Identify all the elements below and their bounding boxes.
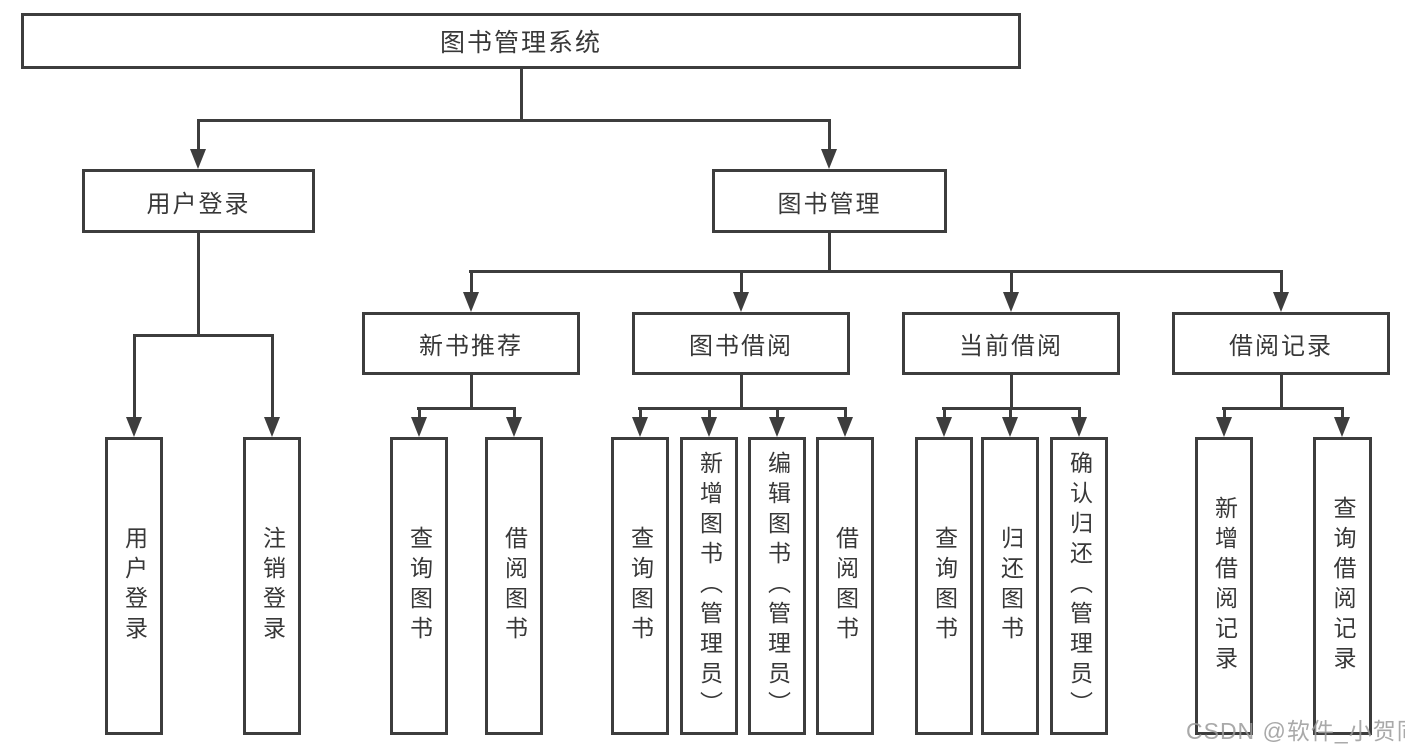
arrowhead-down-icon <box>733 292 749 312</box>
leaf-borrow-books-borrowing: 借阅图书 <box>816 437 874 735</box>
node-label: 当前借阅 <box>959 333 1063 360</box>
connector-line <box>844 407 847 419</box>
arrowhead-down-icon <box>1071 417 1087 437</box>
leaf-label: 查询图书 <box>931 526 958 646</box>
arrowhead-down-icon <box>936 417 952 437</box>
arrowhead-down-icon <box>1334 417 1350 437</box>
connector-line <box>708 407 711 419</box>
connector-line <box>1078 407 1081 419</box>
node-user-login: 用户登录 <box>82 169 315 233</box>
arrowhead-down-icon <box>1002 417 1018 437</box>
connector-line <box>417 407 516 410</box>
connector-line <box>197 233 200 337</box>
connector-line <box>1009 407 1012 419</box>
arrowhead-down-icon <box>769 417 785 437</box>
watermark: CSDN @软件_小贺同学 <box>1186 718 1405 744</box>
leaf-label: 新增图书（管理员） <box>696 451 723 721</box>
connector-line <box>513 407 516 419</box>
node-label: 借阅记录 <box>1229 333 1333 360</box>
node-label: 图书管理系统 <box>439 29 602 57</box>
arrowhead-down-icon <box>506 417 522 437</box>
arrowhead-down-icon <box>264 417 280 437</box>
arrowhead-down-icon <box>837 417 853 437</box>
node-label: 图书借阅 <box>689 333 793 360</box>
arrowhead-down-icon <box>632 417 648 437</box>
connector-line <box>828 119 831 151</box>
leaf-borrow-books-recommend: 借阅图书 <box>485 437 543 735</box>
connector-line <box>133 334 274 337</box>
arrowhead-down-icon <box>190 149 206 169</box>
connector-line <box>1010 375 1013 410</box>
connector-line <box>1223 407 1226 419</box>
leaf-confirm-return-admin: 确认归还（管理员） <box>1050 437 1108 735</box>
connector-line <box>469 270 1283 273</box>
connector-line <box>470 375 473 410</box>
connector-line <box>639 407 642 419</box>
leaf-label: 编辑图书（管理员） <box>764 451 791 721</box>
leaf-label: 用户登录 <box>121 526 148 646</box>
leaf-edit-books-admin: 编辑图书（管理员） <box>748 437 806 735</box>
node-book-borrowing: 图书借阅 <box>632 312 850 375</box>
leaf-label: 借阅图书 <box>501 526 528 646</box>
node-label: 图书管理 <box>777 190 882 218</box>
connector-line <box>470 270 473 294</box>
leaf-return-books: 归还图书 <box>981 437 1039 735</box>
leaf-user-login: 用户登录 <box>105 437 163 735</box>
connector-line <box>1010 270 1013 294</box>
leaf-query-books-borrowing: 查询图书 <box>611 437 669 735</box>
connector-line <box>943 407 946 419</box>
leaf-label: 新增借阅记录 <box>1211 496 1238 676</box>
node-label: 用户登录 <box>146 190 251 218</box>
connector-line <box>197 119 831 122</box>
connector-line <box>1280 375 1283 410</box>
leaf-query-borrow-record: 查询借阅记录 <box>1313 437 1372 735</box>
connector-line <box>197 119 200 151</box>
arrowhead-down-icon <box>821 149 837 169</box>
leaf-add-borrow-record: 新增借阅记录 <box>1195 437 1253 735</box>
node-new-book-recommendation: 新书推荐 <box>362 312 580 375</box>
leaf-label: 注销登录 <box>259 526 286 646</box>
node-label: 新书推荐 <box>419 333 523 360</box>
connector-line <box>740 270 743 294</box>
leaf-label: 查询图书 <box>406 526 433 646</box>
node-current-borrowing: 当前借阅 <box>902 312 1120 375</box>
arrowhead-down-icon <box>411 417 427 437</box>
connector-line <box>418 407 421 419</box>
connector-line <box>520 69 523 121</box>
leaf-query-books-recommend: 查询图书 <box>390 437 448 735</box>
connector-line <box>740 375 743 410</box>
leaf-label: 归还图书 <box>997 526 1024 646</box>
leaf-label: 借阅图书 <box>832 526 859 646</box>
arrowhead-down-icon <box>1216 417 1232 437</box>
arrowhead-down-icon <box>463 292 479 312</box>
connector-line <box>1341 407 1344 419</box>
node-borrowing-records: 借阅记录 <box>1172 312 1390 375</box>
connector-line <box>1280 270 1283 294</box>
connector-line <box>1222 407 1344 410</box>
leaf-query-books-current: 查询图书 <box>915 437 973 735</box>
connector-line <box>638 407 847 410</box>
connector-line <box>828 233 831 273</box>
leaf-label: 查询借阅记录 <box>1330 496 1356 676</box>
node-book-management: 图书管理 <box>712 169 947 233</box>
arrowhead-down-icon <box>1273 292 1289 312</box>
node-book-management-system: 图书管理系统 <box>21 13 1021 69</box>
leaf-add-books-admin: 新增图书（管理员） <box>680 437 738 735</box>
leaf-logout: 注销登录 <box>243 437 301 735</box>
arrowhead-down-icon <box>701 417 717 437</box>
arrowhead-down-icon <box>1003 292 1019 312</box>
connector-line <box>776 407 779 419</box>
arrowhead-down-icon <box>126 417 142 437</box>
leaf-label: 确认归还（管理员） <box>1066 451 1093 721</box>
connector-line <box>133 334 136 419</box>
connector-line <box>271 334 274 419</box>
leaf-label: 查询图书 <box>627 526 654 646</box>
